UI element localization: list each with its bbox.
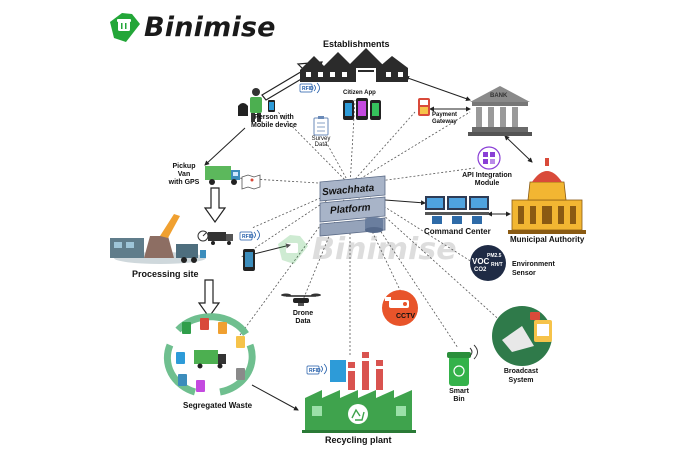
environment-sensor-icon	[470, 245, 506, 281]
processing-down-arrow	[197, 279, 221, 319]
watermark-icon-spacer	[276, 235, 310, 265]
rfid-label-truck: RFID	[242, 234, 254, 240]
label-environment-1: Environment	[512, 261, 555, 268]
van-down-arrow	[203, 187, 227, 224]
watermark-logo-icon	[278, 235, 308, 264]
cctv-icon	[382, 290, 418, 326]
platform-server-icon	[319, 175, 386, 237]
label-drone-1: Drone	[292, 310, 314, 317]
command-center-icon	[425, 196, 489, 224]
brand-name: Binimise	[144, 12, 276, 43]
rfid-tag-icon	[299, 82, 320, 94]
label-broadcast-2: System	[508, 377, 534, 384]
label-citizen-app: Citizen App	[343, 90, 376, 96]
label-survey-1: Survey	[311, 136, 331, 142]
houses-icon	[300, 48, 408, 82]
map-icon	[241, 174, 261, 190]
label-rht: RH/T	[491, 262, 503, 268]
bank-icon	[468, 86, 532, 136]
segregated-waste-icon	[163, 313, 256, 396]
label-municipal-authority: Municipal Authority	[510, 235, 585, 244]
label-voc: VOC	[472, 257, 490, 266]
label-environment-2: Sensor	[512, 270, 536, 277]
drone-icon	[281, 293, 321, 306]
label-payment-gateway-2: Gateway	[432, 119, 457, 125]
label-smart-bin-2: Bin	[453, 396, 465, 403]
recycling-plant-icon	[302, 352, 416, 433]
label-pickup-2: Van	[177, 171, 191, 178]
phones-icon	[343, 98, 381, 120]
label-segregated-waste: Segregated Waste	[183, 401, 253, 410]
label-api-2: Module	[474, 180, 500, 187]
rfid-tag-icon	[239, 229, 260, 241]
label-api-1: API Integration	[462, 172, 512, 179]
processing-phone-icon	[243, 249, 255, 271]
label-command-center: Command Center	[424, 227, 491, 236]
label-smart-bin-1: Smart	[449, 388, 469, 395]
pickup-van-icon	[205, 166, 240, 185]
smart-bin-icon	[447, 344, 478, 386]
label-payment-gateway-1: Payment	[432, 112, 458, 118]
rfid-label-person: RFID	[302, 86, 314, 92]
survey-clipboard-icon	[313, 116, 329, 136]
label-drone-2: Data	[295, 318, 311, 325]
label-survey-2: Data	[314, 142, 328, 148]
watermark: Binimise	[276, 232, 457, 267]
label-pickup-3: with GPS	[168, 179, 200, 186]
rfid-tag-icon	[306, 363, 327, 375]
binimise-logo-icon	[110, 13, 140, 42]
label-bank: BANK	[490, 93, 508, 99]
person-icon	[238, 88, 275, 122]
label-cctv: CCTV	[396, 313, 416, 320]
municipal-building-icon	[508, 158, 586, 234]
rfid-label-recycling: RFID	[309, 368, 321, 374]
api-module-icon	[477, 146, 501, 170]
logo-icon-spacer	[108, 13, 142, 43]
truck-icon	[208, 232, 233, 245]
label-processing-site: Processing site	[132, 269, 199, 279]
label-recycling-plant: Recycling plant	[325, 435, 392, 445]
gauge-icon	[197, 230, 209, 242]
brand-logo: Binimise	[108, 12, 276, 43]
processing-site-icon	[110, 214, 206, 264]
label-broadcast-1: Broadcast	[503, 368, 539, 375]
pos-terminal-icon	[418, 98, 430, 116]
label-person-1: Person with	[254, 114, 294, 121]
broadcast-system-icon	[492, 306, 552, 366]
label-person-2: Mobile device	[251, 122, 297, 129]
label-pm: PM2.5	[487, 253, 502, 259]
watermark-text: Binimise	[312, 232, 457, 267]
flow-arrows	[204, 75, 533, 411]
label-co2: CO2	[474, 267, 487, 273]
label-pickup-1: Pickup	[172, 163, 196, 170]
label-establishments: Establishments	[323, 39, 390, 49]
